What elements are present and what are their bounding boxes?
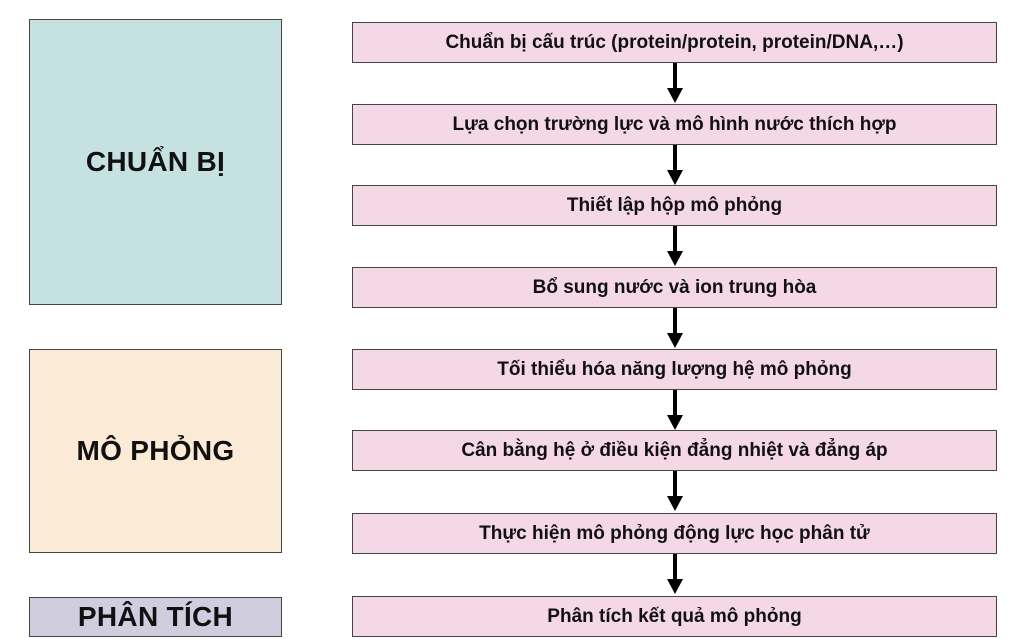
down-arrow-icon	[667, 390, 683, 430]
step-setup-box: Thiết lập hộp mô phỏng	[352, 185, 997, 226]
step-add-water-ions: Bổ sung nước và ion trung hòa	[352, 267, 997, 308]
stage-analysis: PHÂN TÍCH	[29, 597, 282, 637]
step-label: Tối thiểu hóa năng lượng hệ mô phỏng	[497, 358, 852, 380]
down-arrow-icon	[667, 308, 683, 348]
step-label: Chuẩn bị cấu trúc (protein/protein, prot…	[445, 31, 904, 53]
stage-preparation: CHUẨN BỊ	[29, 19, 282, 305]
step-energy-minimization: Tối thiểu hóa năng lượng hệ mô phỏng	[352, 349, 997, 390]
down-arrow-icon	[667, 63, 683, 103]
step-label: Phân tích kết quả mô phỏng	[547, 605, 802, 627]
step-prepare-structure: Chuẩn bị cấu trúc (protein/protein, prot…	[352, 22, 997, 63]
step-run-md: Thực hiện mô phỏng động lực học phân tử	[352, 513, 997, 554]
stage-simulation: MÔ PHỎNG	[29, 349, 282, 553]
step-select-force-field: Lựa chọn trường lực và mô hình nước thíc…	[352, 104, 997, 145]
step-equilibration: Cân bằng hệ ở điều kiện đẳng nhiệt và đẳ…	[352, 430, 997, 471]
step-label: Cân bằng hệ ở điều kiện đẳng nhiệt và đẳ…	[461, 439, 888, 461]
step-label: Thực hiện mô phỏng động lực học phân tử	[479, 522, 870, 544]
stage-analysis-label: PHÂN TÍCH	[77, 601, 234, 632]
down-arrow-icon	[667, 554, 683, 594]
down-arrow-icon	[667, 145, 683, 185]
step-label: Bổ sung nước và ion trung hòa	[532, 276, 817, 298]
step-analyze-results: Phân tích kết quả mô phỏng	[352, 596, 997, 637]
down-arrow-icon	[667, 226, 683, 266]
step-label: Thiết lập hộp mô phỏng	[566, 194, 783, 216]
down-arrow-icon	[667, 471, 683, 511]
stage-simulation-label: MÔ PHỎNG	[76, 435, 235, 466]
step-label: Lựa chọn trường lực và mô hình nước thíc…	[452, 113, 897, 135]
stage-preparation-label: CHUẨN BỊ	[85, 146, 226, 177]
